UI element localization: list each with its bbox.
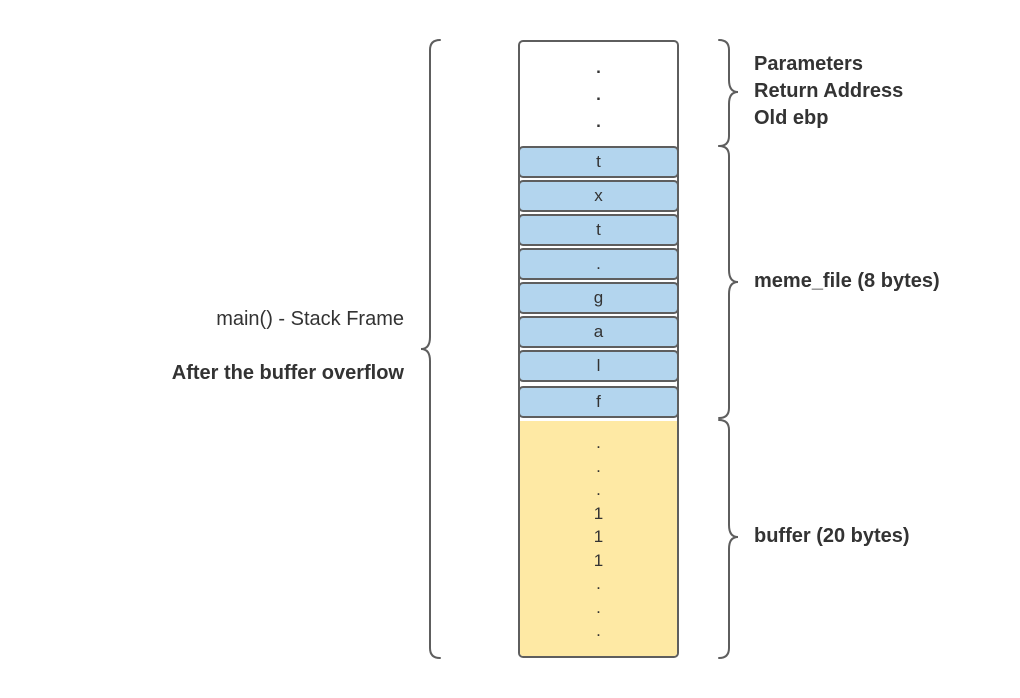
old-ebp-label: Old ebp (754, 107, 829, 129)
meme-file-cell: t (518, 146, 679, 178)
buffer-entry: . (596, 480, 601, 499)
meme-file-label: meme_file (8 bytes) (754, 270, 940, 292)
buffer-entry: . (596, 456, 601, 476)
buffer-entry: 1 (593, 503, 604, 523)
top-region-labels: Parameters Return Address Old ebp (754, 51, 903, 132)
meme-file-cell: t (518, 214, 679, 246)
buffer-entry: 1 (593, 550, 604, 570)
stack-frame-subtitle: After the buffer overflow (171, 362, 404, 384)
return-address-label: Return Address (754, 80, 904, 102)
meme-file-cell: g (518, 282, 679, 314)
meme-file-cell: x (518, 180, 679, 212)
buffer-entry: . (596, 621, 601, 640)
buffer-label: buffer (20 bytes) (754, 525, 910, 547)
stack-frame-column: . . . . . . 1 1 1 . . . (518, 40, 679, 658)
dot: . (596, 85, 601, 104)
meme-file-cell: l (518, 350, 679, 382)
stack-frame-brace (420, 39, 441, 659)
top-region-brace (718, 39, 739, 147)
buffer-entry: . (596, 433, 601, 452)
dot: . (596, 58, 601, 77)
stack-frame-title: main() - Stack Frame (216, 308, 404, 330)
meme-file-cell: . (518, 248, 679, 280)
meme-file-cell: a (518, 316, 679, 348)
meme-file-cell: f (518, 386, 679, 418)
buffer-entry: 1 (593, 527, 604, 546)
buffer-region: . . . 1 1 1 . . . (520, 421, 677, 656)
buffer-entry: . (596, 597, 601, 617)
top-region-dots: . . . (520, 54, 677, 135)
parameters-label: Parameters (754, 53, 863, 75)
buffer-entry: . (596, 574, 601, 593)
dot: . (596, 112, 601, 131)
meme-file-brace (718, 145, 739, 419)
buffer-contents: . . . 1 1 1 . . . (520, 431, 677, 643)
buffer-brace (718, 419, 739, 659)
